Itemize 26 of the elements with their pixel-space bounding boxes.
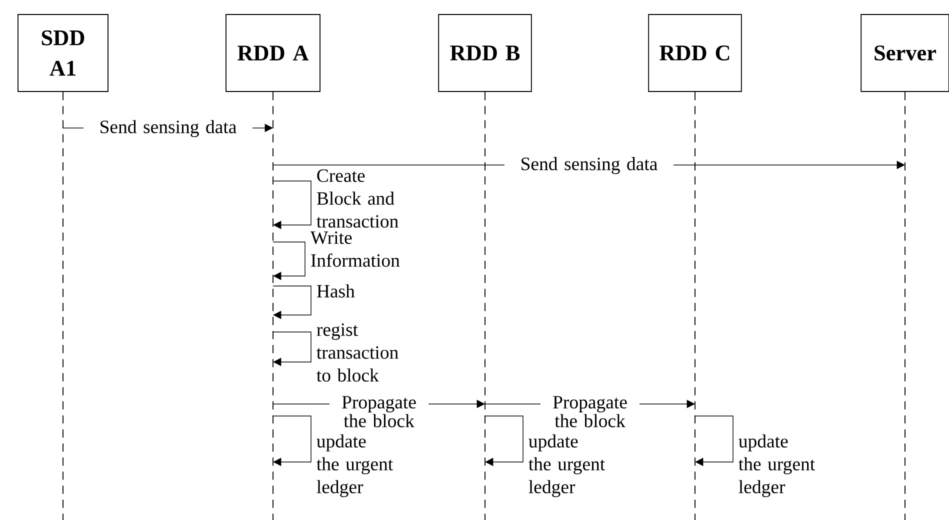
- edge-label: update the urgent ledger: [738, 434, 815, 498]
- self-message-arrow: [272, 332, 312, 366]
- edge-label: Create Block and transaction: [316, 169, 398, 228]
- lifeline: [694, 92, 696, 520]
- lifeline-head-box: Server: [860, 14, 949, 92]
- lifeline-head-box: RDD A: [226, 14, 320, 92]
- lifeline-head-box: SDD A1: [18, 14, 108, 92]
- edge-label: Send sensing data: [504, 156, 674, 176]
- edge-label: update the urgent ledger: [316, 434, 394, 498]
- self-message-arrow: [272, 416, 312, 466]
- edge-label: regist transaction to block: [316, 323, 398, 382]
- self-message-arrow: [484, 416, 524, 466]
- lifeline: [62, 92, 64, 520]
- edge-label: Hash: [316, 284, 355, 298]
- edge-label: Send sensing data: [84, 118, 253, 138]
- self-message-arrow: [694, 416, 734, 466]
- self-message-arrow: [272, 180, 312, 230]
- lifeline: [484, 92, 486, 520]
- lifeline-head-box: RDD C: [648, 14, 742, 92]
- self-message-arrow: [272, 242, 306, 280]
- self-message-arrow: [272, 286, 312, 320]
- edge-label: Write Information: [310, 231, 400, 267]
- edge-label: update the urgent ledger: [528, 434, 605, 498]
- lifeline: [904, 92, 906, 520]
- lifeline: [272, 92, 274, 520]
- lifeline-head-box: RDD B: [438, 14, 532, 92]
